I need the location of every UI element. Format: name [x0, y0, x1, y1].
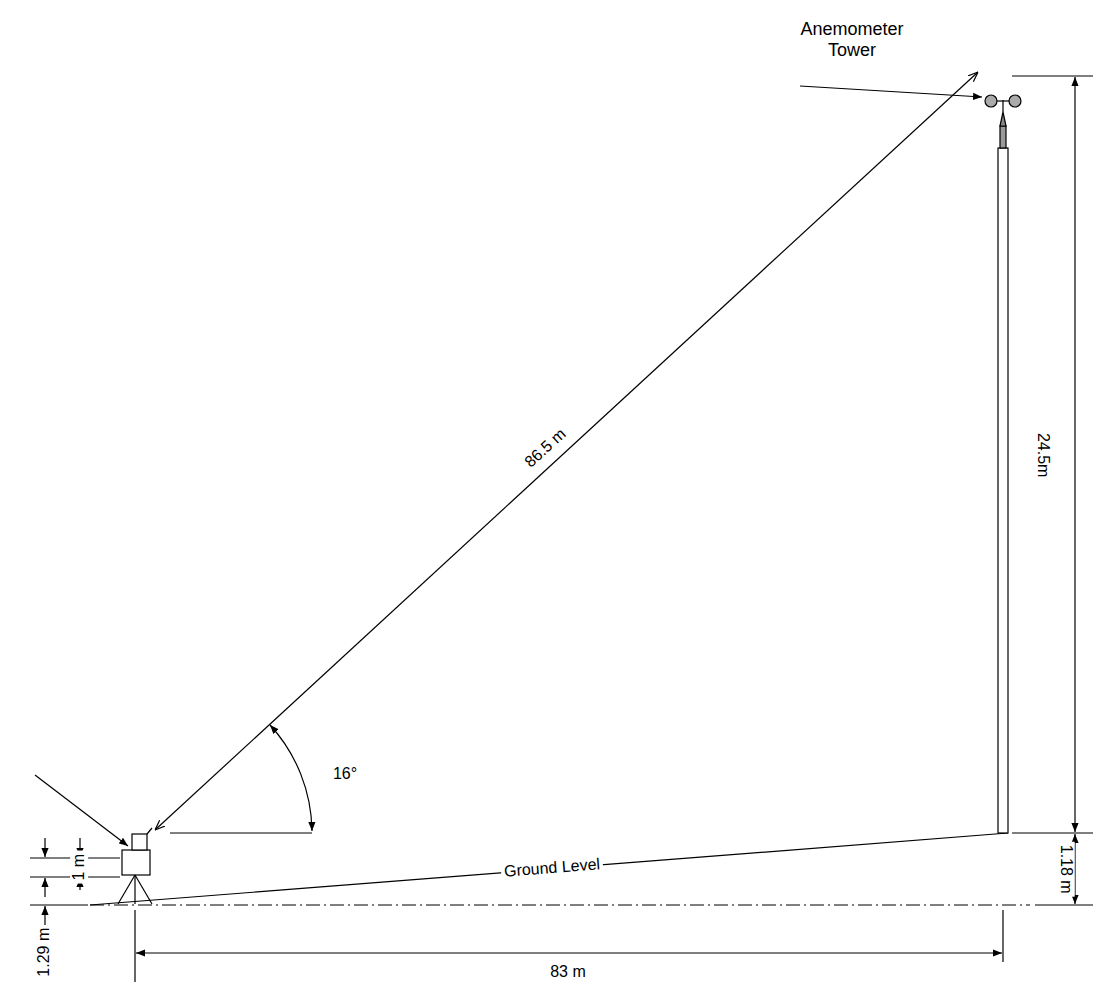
- extension-line: [1012, 75, 1093, 76]
- dimension-label: 1.29 m: [35, 928, 53, 977]
- dimension-label: 1 m: [70, 851, 88, 884]
- tower-mast: [998, 148, 1008, 833]
- leader-line: [35, 775, 128, 846]
- sight-line: [155, 72, 978, 830]
- dimension-label: 24.5m: [1034, 433, 1052, 477]
- angle-label: 16°: [333, 765, 357, 783]
- extension-line: [1012, 832, 1093, 833]
- extension-line: [30, 904, 88, 905]
- horizontal-reference: [170, 832, 312, 833]
- ground-label: Ground Level: [500, 855, 603, 881]
- camera-symbol: [118, 828, 152, 904]
- dimension-label: 86.5 m: [521, 425, 569, 472]
- ground-line: [90, 833, 1008, 905]
- dimension-arrow: [44, 906, 45, 925]
- dimension-arrow: [44, 838, 45, 857]
- anemometer-symbol: [985, 95, 1021, 148]
- extension-line: [1002, 910, 1003, 962]
- dimension-line: [136, 952, 1002, 953]
- part-name: Anemometer Tower: [797, 19, 907, 60]
- extension-line: [134, 910, 135, 982]
- dimension-line: [1074, 77, 1075, 832]
- datum-line: [90, 904, 1030, 905]
- dimension-label: 83 m: [550, 963, 586, 981]
- dimension-arrow: [44, 878, 45, 897]
- extension-line: [1035, 904, 1093, 905]
- dimension-label: 1.18 m: [1056, 842, 1074, 897]
- angle-arc: [270, 725, 312, 831]
- leader-line: [800, 86, 982, 97]
